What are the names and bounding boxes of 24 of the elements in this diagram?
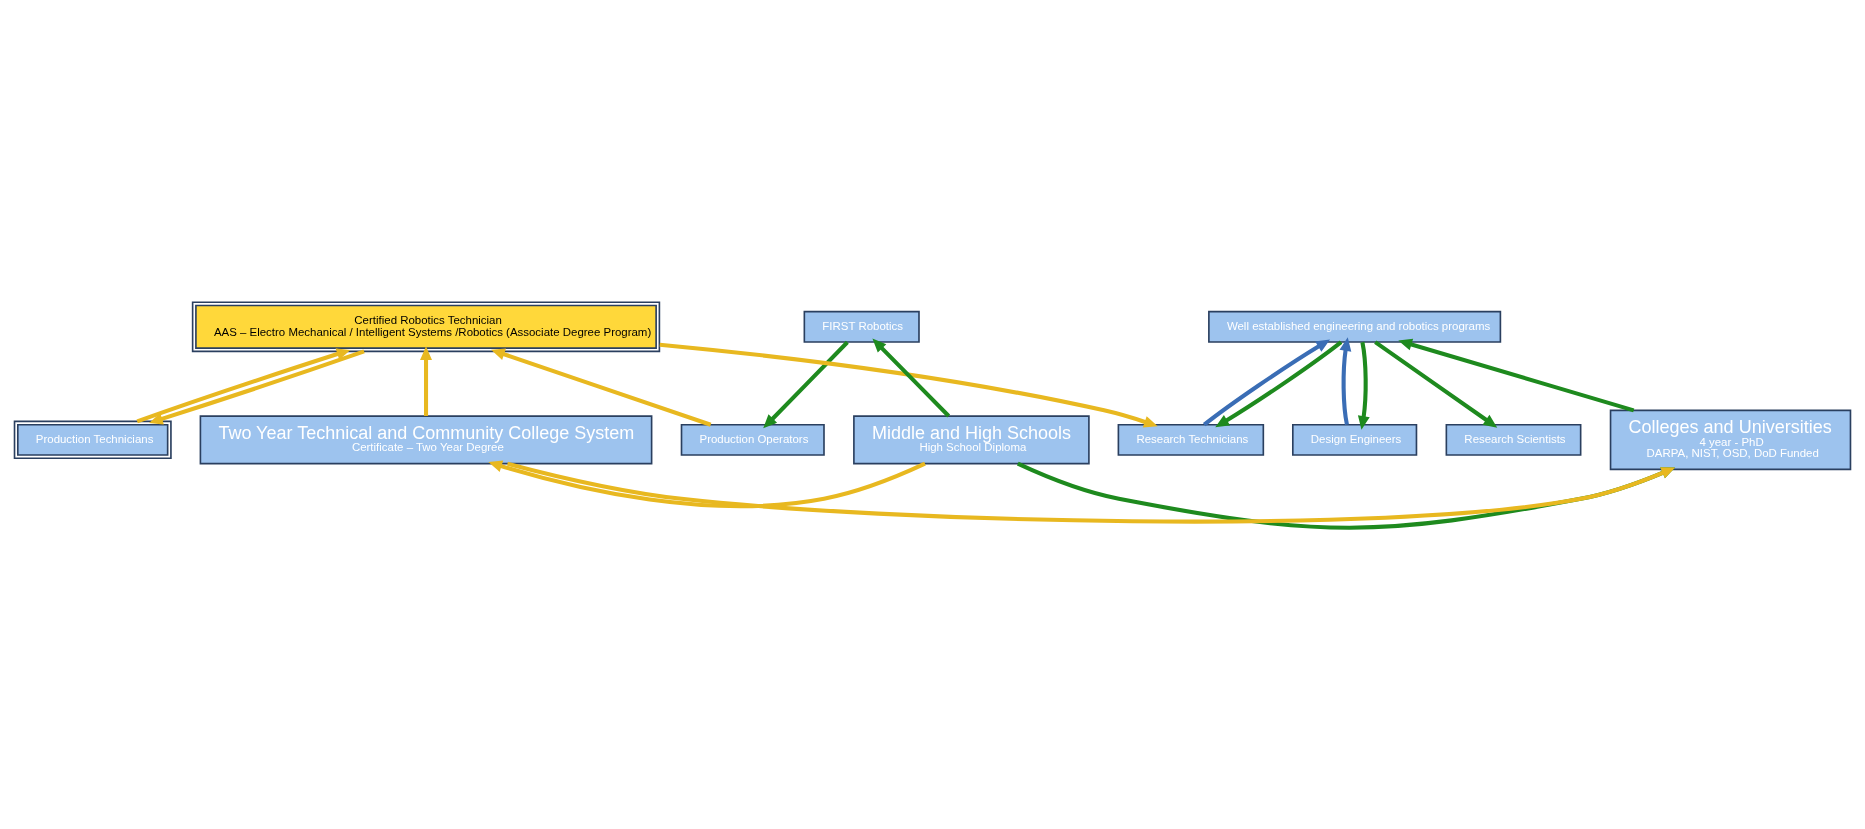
node-box: FIRST Robotics xyxy=(803,310,920,343)
node-box: Well established engineering and robotics programs xyxy=(1208,310,1502,343)
arrow xyxy=(420,345,432,416)
node-box: Research Scientists xyxy=(1445,423,1582,456)
arrow xyxy=(1339,336,1352,425)
arrow xyxy=(491,348,712,427)
node-box: Two Year Technical and Community College System Certificate – Two Year Degree xyxy=(199,414,653,464)
node-box: Production Operators xyxy=(680,423,825,456)
arrow xyxy=(872,338,951,417)
arrow xyxy=(488,459,926,508)
arrow xyxy=(149,349,365,424)
node-box: Design Engineers xyxy=(1292,423,1418,456)
arrow xyxy=(1357,341,1370,430)
node-box: Colleges and Universities 4 year - PhD DARPA, NIST, OSD, DoD Funded xyxy=(1609,409,1852,470)
arrow xyxy=(1215,340,1343,427)
arrow xyxy=(763,340,849,428)
arrow xyxy=(1374,339,1498,428)
arrow xyxy=(1202,338,1331,426)
node-box: Middle and High Schools High School Diploma xyxy=(853,414,1090,464)
node-box: Research Technicians xyxy=(1117,423,1265,456)
arrow xyxy=(1398,338,1635,412)
arrow xyxy=(506,461,1676,524)
arrow xyxy=(659,342,1158,428)
arrow xyxy=(136,347,351,423)
